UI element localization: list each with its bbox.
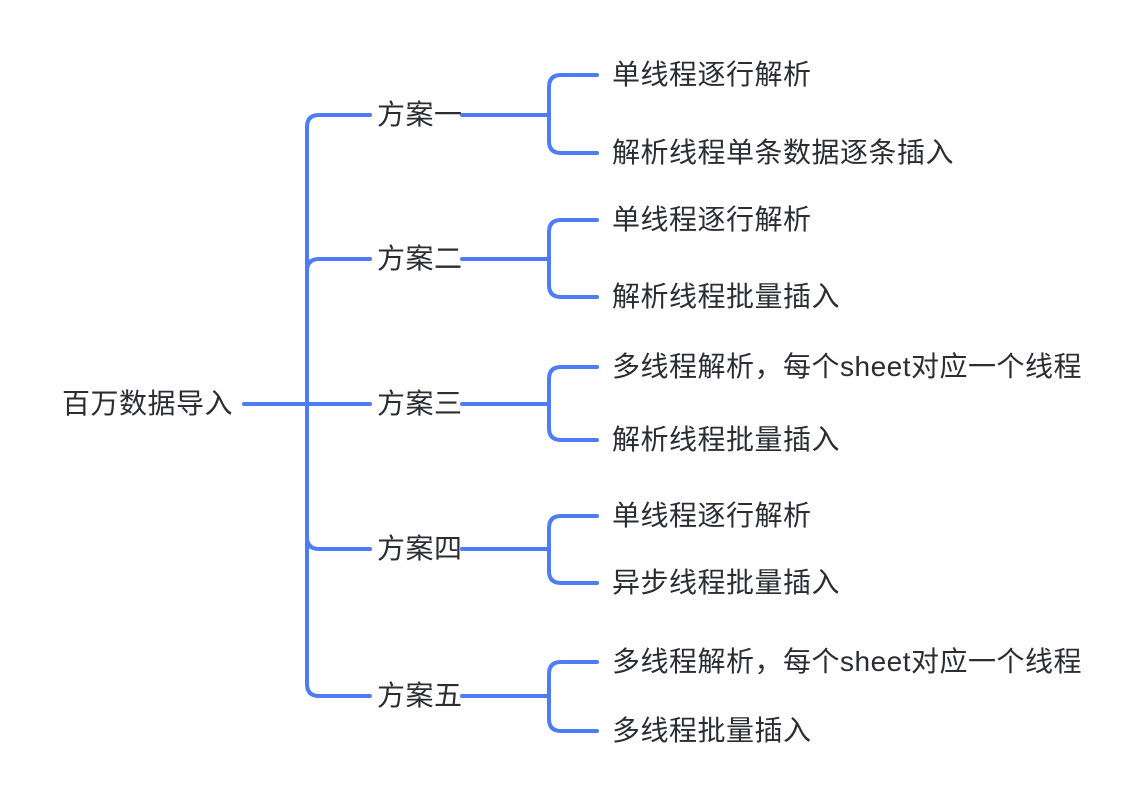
connector-plan4-fork xyxy=(547,514,599,585)
plan-node-1[interactable]: 方案一 xyxy=(377,98,463,130)
leaf-node-3a[interactable]: 多线程解析，每个sheet对应一个线程 xyxy=(612,350,1082,382)
root-node[interactable]: 百万数据导入 xyxy=(62,387,234,419)
leaf-node-4a[interactable]: 单线程逐行解析 xyxy=(612,499,812,531)
leaf-node-2b[interactable]: 解析线程批量插入 xyxy=(612,280,841,312)
leaf-node-1b[interactable]: 解析线程单条数据逐条插入 xyxy=(612,136,955,168)
leaf-node-4b[interactable]: 异步线程批量插入 xyxy=(612,566,841,598)
leaf-node-3b[interactable]: 解析线程批量插入 xyxy=(612,423,841,455)
leaf-node-5a[interactable]: 多线程解析，每个sheet对应一个线程 xyxy=(612,645,1082,677)
connector-plan3-fork xyxy=(547,365,599,442)
plan-node-4[interactable]: 方案四 xyxy=(377,532,463,564)
connector-spine-to-plan2 xyxy=(305,257,372,273)
plan-node-5[interactable]: 方案五 xyxy=(377,679,463,711)
plan-node-3[interactable]: 方案三 xyxy=(377,387,463,419)
plan-node-2[interactable]: 方案二 xyxy=(377,242,463,274)
leaf-node-1a[interactable]: 单线程逐行解析 xyxy=(612,58,812,90)
connector-plan1-fork xyxy=(547,73,599,155)
connector-spine xyxy=(305,113,372,698)
connector-plan5-fork xyxy=(547,660,599,733)
connector-plan2-fork xyxy=(547,218,599,299)
connector-spine-to-plan4 xyxy=(305,535,372,551)
leaf-node-5b[interactable]: 多线程批量插入 xyxy=(612,714,812,746)
leaf-node-2a[interactable]: 单线程逐行解析 xyxy=(612,203,812,235)
